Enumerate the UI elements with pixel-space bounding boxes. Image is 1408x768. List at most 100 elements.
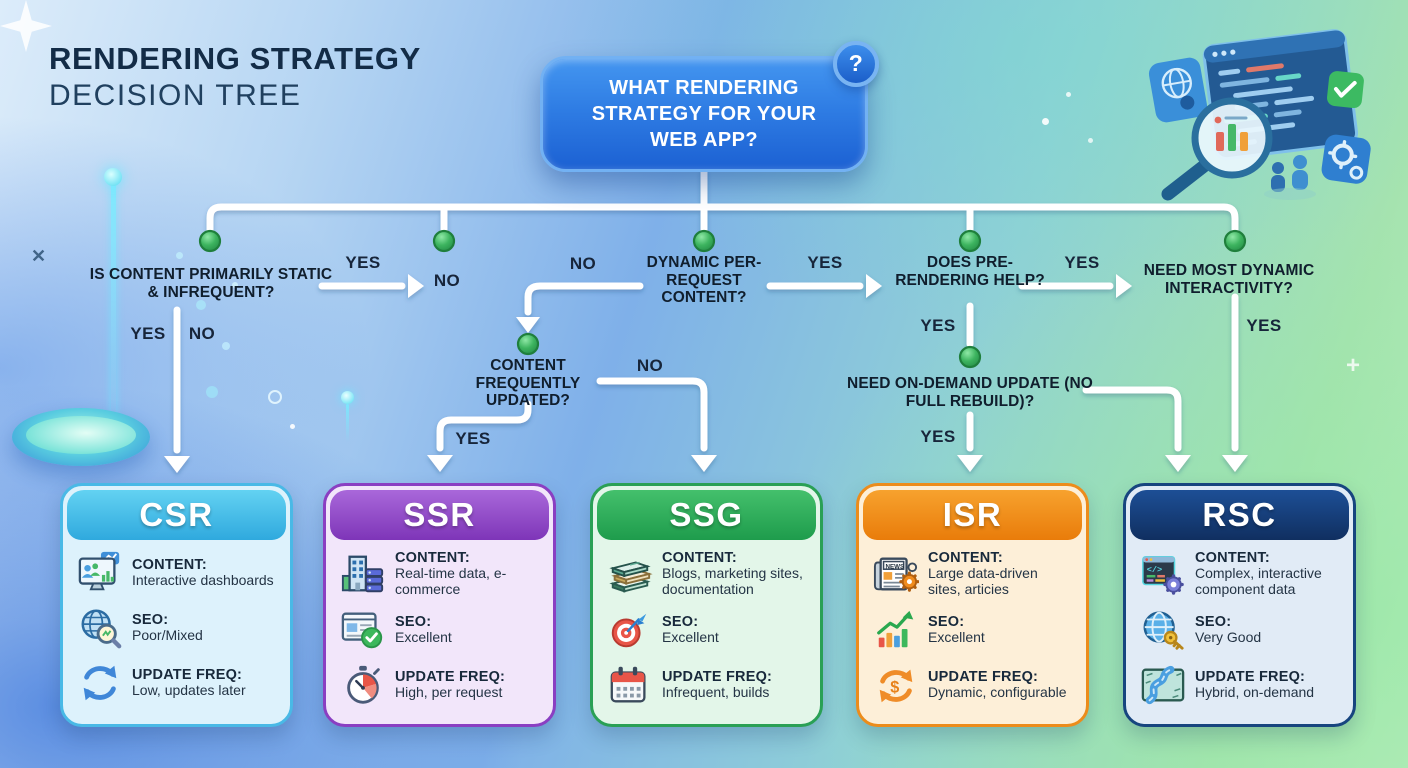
decision-dot: [958, 345, 982, 369]
card-row-content: CONTENT: Real-time data, e-commerce: [340, 550, 541, 598]
row-value: Hybrid, on-demand: [1195, 683, 1315, 700]
hero-illustration: [1148, 29, 1371, 201]
target-icon: [607, 607, 653, 653]
row-label: UPDATE FREQ:: [395, 668, 506, 685]
glow-line-decor: [111, 178, 116, 418]
row-value: Large data-driven sites, articies: [928, 565, 1038, 597]
row-value: Poor/Mixed: [132, 627, 203, 644]
connector-ondemand-rsc: [1082, 386, 1182, 452]
card-title: CSR: [139, 496, 214, 533]
particle-dot: [232, 282, 238, 288]
arrowhead-down: [691, 455, 717, 472]
row-label: UPDATE FREQ:: [1195, 668, 1306, 685]
particle-dot: [1042, 118, 1049, 125]
card-row-update: $ UPDATE FREQ: Dynamic, configurable: [873, 662, 1074, 708]
check-tile-illustration: [1327, 71, 1364, 108]
arrowhead-down: [427, 455, 453, 472]
particle-dot: [290, 424, 295, 429]
particle-dot: [1066, 92, 1071, 97]
gear-tile-illustration: [1321, 134, 1371, 184]
node-dynamic-per-request: DYNAMIC PER-REQUEST CONTENT?: [646, 254, 762, 307]
node-static-content: IS CONTENT PRIMARILY STATIC & INFREQUENT…: [89, 266, 333, 301]
card-row-seo: SEO: Excellent: [340, 607, 541, 653]
row-label: SEO:: [1195, 613, 1232, 630]
card-row-seo: SEO: Excellent: [873, 607, 1074, 653]
csr-card-header: CSR: [67, 490, 286, 540]
question-mark-badge: ?: [833, 41, 879, 87]
row-label: CONTENT:: [1195, 550, 1270, 566]
magnifier-illustration: [1161, 97, 1273, 201]
row-label: SEO:: [132, 612, 169, 629]
cross-decor: ✕: [31, 246, 47, 266]
ssg-card-header: SSG: [597, 490, 816, 540]
row-label: SEO:: [928, 613, 965, 630]
connector-bus: [206, 203, 1239, 240]
root-question-text: WHAT RENDERING STRATEGY FOR YOUR WEB APP…: [591, 77, 817, 151]
csr-card: CSR CONTENT: Interactiv: [60, 483, 293, 727]
branch-label-yes: YES: [455, 429, 491, 448]
card-title: SSG: [669, 496, 744, 533]
particle-dot: [196, 300, 206, 310]
dollar-cycle-icon: $: [873, 662, 919, 708]
row-label: UPDATE FREQ:: [928, 668, 1039, 685]
decision-dot: [432, 229, 456, 253]
row-value: Excellent: [395, 628, 452, 645]
svg-text:NEWS: NEWS: [885, 563, 904, 570]
portal-disc-inner-decor: [26, 416, 136, 454]
arrowhead-right: [408, 274, 424, 298]
rsc-card-header: RSC: [1130, 490, 1349, 540]
branch-label-yes: YES: [345, 253, 381, 272]
question-mark-icon: ?: [848, 50, 864, 77]
row-value: Low, updates later: [132, 682, 246, 699]
globe-key-icon: [1140, 607, 1186, 653]
row-label: SEO:: [662, 613, 699, 630]
arrowhead-right: [866, 274, 882, 298]
page-title: RENDERING STRATEGY DECISION TREE: [49, 40, 421, 114]
branch-label-yes: YES: [920, 427, 956, 446]
node-frequently-updated: CONTENT FREQUENTLY UPDATED?: [475, 357, 581, 410]
card-row-seo: SEO: Very Good: [1140, 607, 1341, 653]
connector-yes-ssr: [436, 400, 532, 452]
card-title: SSR: [403, 496, 476, 533]
row-label: UPDATE FREQ:: [132, 667, 243, 684]
card-row-content: CONTENT: Interactive dashboards: [77, 550, 278, 596]
calendar-icon: [607, 662, 653, 708]
row-label: UPDATE FREQ:: [662, 668, 773, 685]
arrowhead-down: [164, 456, 190, 473]
row-value: Excellent: [662, 628, 719, 645]
globe-tile-illustration: [1148, 57, 1208, 123]
branch-label-yes: YES: [1064, 253, 1100, 272]
news-gear-icon: NEWS: [873, 551, 919, 597]
branch-label-no: NO: [188, 324, 216, 343]
arrowhead-down: [516, 317, 540, 333]
card-row-update: UPDATE FREQ: Low, updates later: [77, 660, 278, 706]
particle-dot: [206, 386, 218, 398]
decision-dot: [692, 229, 716, 253]
node-dynamic-interactivity: NEED MOST DYNAMIC INTERACTIVITY?: [1143, 262, 1315, 297]
row-value: Excellent: [928, 628, 985, 645]
arrowhead-down: [1222, 455, 1248, 472]
arrowhead-right: [1116, 274, 1132, 298]
card-row-update: UPDATE FREQ: Infrequent, builds: [607, 662, 808, 708]
particle-dot: [176, 252, 183, 259]
node-on-demand-update: NEED ON-DEMAND UPDATE (NO FULL REBUILD)?: [847, 375, 1093, 410]
branch-label-no: NO: [636, 356, 664, 375]
card-row-content: NEWS: [873, 550, 1074, 598]
ssr-card: SSR: [323, 483, 556, 727]
branch-label-yes: YES: [130, 324, 166, 343]
svg-text:$: $: [890, 678, 899, 696]
branch-label-yes: YES: [1246, 316, 1282, 335]
row-value: Complex, interactive component data: [1195, 565, 1322, 597]
row-value: High, per request: [395, 683, 503, 700]
globe-search-icon: [77, 605, 123, 651]
branch-label-yes: YES: [807, 253, 843, 272]
row-label: SEO:: [395, 613, 432, 630]
dashboard-monitor-icon: [77, 550, 123, 596]
particle-dot: [1088, 138, 1093, 143]
row-label: CONTENT:: [662, 550, 737, 566]
arrowhead-down: [957, 455, 983, 472]
node-prerendering-help: DOES PRE-RENDERING HELP?: [895, 254, 1045, 289]
card-row-update: UPDATE FREQ: High, per request: [340, 662, 541, 708]
row-value: Blogs, marketing sites, documentation: [662, 565, 803, 597]
